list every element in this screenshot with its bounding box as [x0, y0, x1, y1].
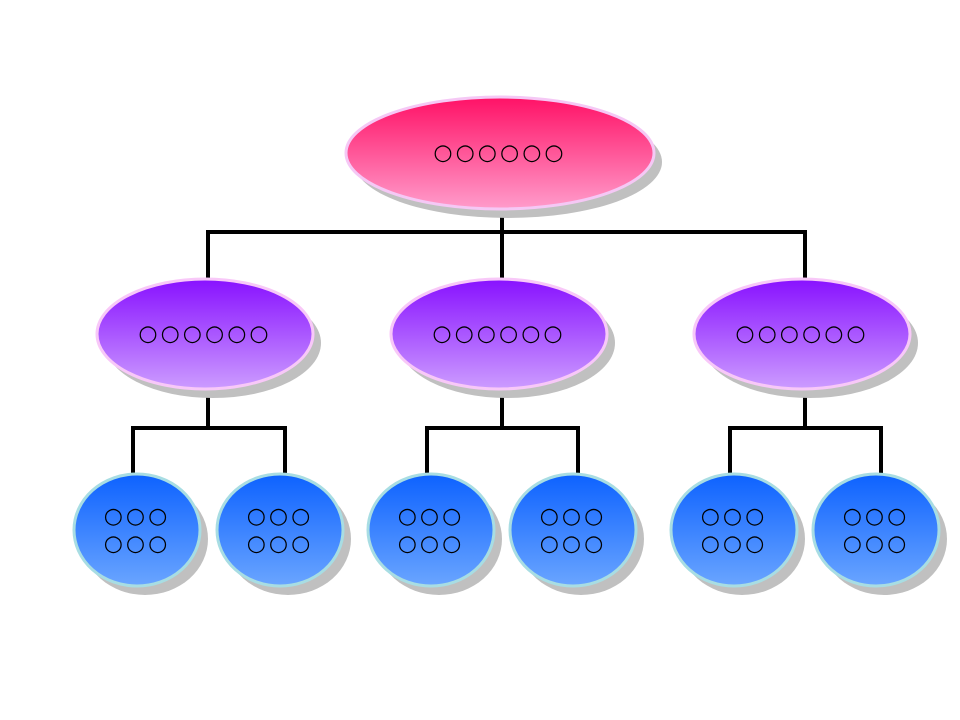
node-label: ○○○ — [104, 504, 171, 529]
node-label: ○○○ — [247, 531, 314, 556]
node-label: ○○○ — [540, 504, 607, 529]
node-shape — [692, 277, 912, 391]
node-label: ○○○○○○ — [735, 322, 868, 347]
node-label: ○○○ — [247, 504, 314, 529]
root-node[interactable]: ○○○○○○ — [344, 95, 662, 218]
node-label: ○○○ — [398, 531, 465, 556]
node-label: ○○○ — [843, 531, 910, 556]
leaf-node-1-1[interactable]: ○○○○○○ — [72, 472, 208, 595]
node-label: ○○○ — [540, 531, 607, 556]
node-shape — [669, 472, 799, 588]
leaf-node-3-2[interactable]: ○○○○○○ — [811, 472, 947, 595]
node-shape — [344, 95, 656, 211]
leaf-node-2-2[interactable]: ○○○○○○ — [508, 472, 644, 595]
node-shape — [215, 472, 345, 588]
node-shape — [366, 472, 496, 588]
node-shape — [811, 472, 941, 588]
node-label: ○○○○○○ — [433, 141, 566, 166]
leaf-node-2-1[interactable]: ○○○○○○ — [366, 472, 502, 595]
node-label: ○○○ — [701, 531, 768, 556]
node-label: ○○○ — [398, 504, 465, 529]
leaf-node-1-2[interactable]: ○○○○○○ — [215, 472, 351, 595]
node-label: ○○○ — [701, 504, 768, 529]
mid-node-1[interactable]: ○○○○○○ — [95, 277, 321, 398]
mid-node-2[interactable]: ○○○○○○ — [389, 277, 615, 398]
node-label: ○○○ — [843, 504, 910, 529]
node-shape — [72, 472, 202, 588]
node-shape — [389, 277, 609, 391]
node-label: ○○○○○○ — [138, 322, 271, 347]
leaf-node-3-1[interactable]: ○○○○○○ — [669, 472, 805, 595]
node-shape — [508, 472, 638, 588]
node-label: ○○○ — [104, 531, 171, 556]
node-label: ○○○○○○ — [432, 322, 565, 347]
node-shape — [95, 277, 315, 391]
nodes: ○○○○○○○○○○○○○○○○○○○○○○○○○○○○○○○○○○○○○○○○… — [72, 95, 947, 595]
mid-node-3[interactable]: ○○○○○○ — [692, 277, 918, 398]
